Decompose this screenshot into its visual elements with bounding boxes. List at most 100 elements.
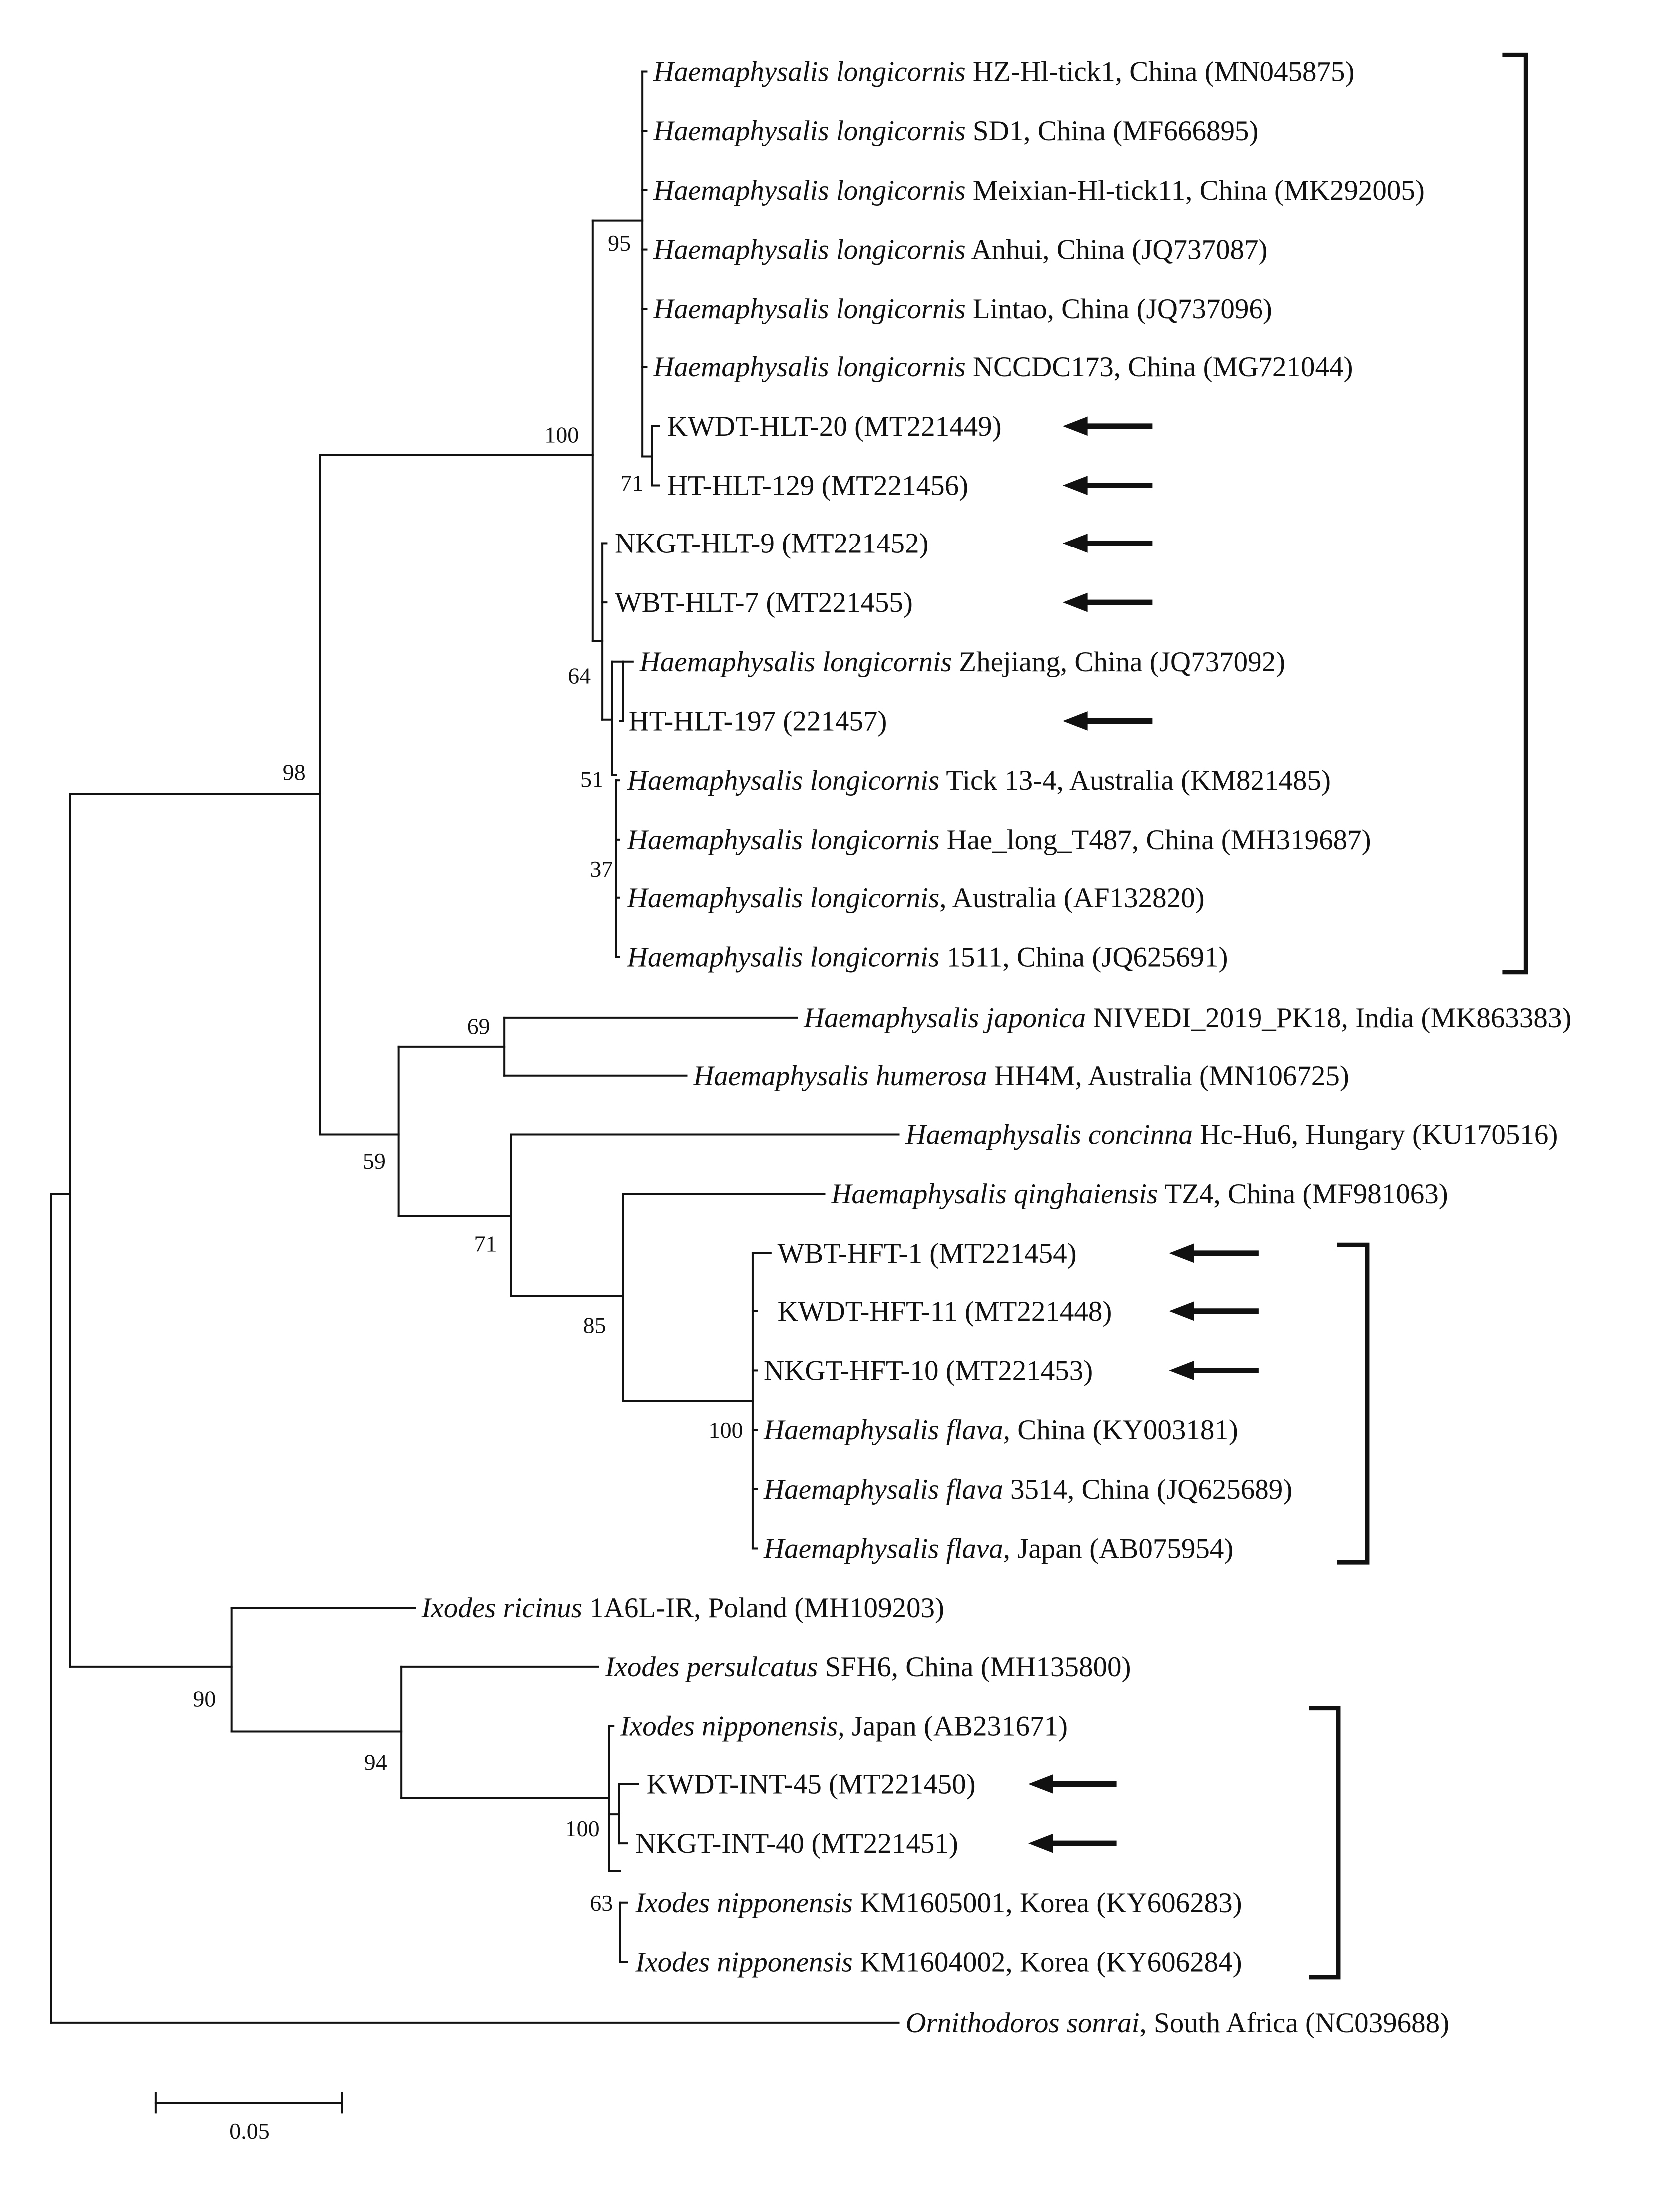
arrow-left-icon: [1028, 1774, 1117, 1794]
strain-accession: Lintao, China (JQ737096): [966, 293, 1272, 325]
tip-label: Haemaphysalis flava, China (KY003181): [763, 1414, 1238, 1446]
species-name: Haemaphysalis concinna: [905, 1119, 1193, 1150]
bootstrap-value: 63: [590, 1890, 613, 1916]
bootstrap-value: 71: [620, 470, 643, 496]
species-name: Haemaphysalis longicornis: [639, 646, 952, 678]
arrow-left-icon: [1169, 1243, 1259, 1263]
tip-label: Haemaphysalis longicornis NCCDC173, Chin…: [653, 351, 1353, 383]
species-name: Ornithodoros sonrai: [905, 2007, 1139, 2039]
strain-accession: , South Africa (NC039688): [1140, 2007, 1450, 2039]
bootstrap-value: 37: [590, 856, 613, 882]
strain-accession: , Japan (AB075954): [1003, 1533, 1234, 1564]
tip-label: Ornithodoros sonrai, South Africa (NC039…: [905, 2007, 1449, 2039]
tip-label: Haemaphysalis longicornis Hae_long_T487,…: [627, 824, 1371, 856]
species-name: Haemaphysalis longicornis: [627, 941, 939, 973]
strain-accession: NIVEDI_2019_PK18, India (MK863383): [1086, 1002, 1571, 1034]
strain-accession: Zhejiang, China (JQ737092): [952, 646, 1285, 678]
strain-accession: TZ4, China (MF981063): [1158, 1178, 1448, 1210]
species-name: Ixodes nipponensis: [620, 1711, 838, 1742]
bootstrap-value: 69: [467, 1013, 490, 1039]
bootstrap-value: 94: [364, 1749, 387, 1775]
bootstrap-value: 100: [565, 1816, 600, 1841]
strain-accession: 3514, China (JQ625689): [1003, 1474, 1292, 1505]
species-name: Ixodes persulcatus: [605, 1651, 818, 1683]
species-name: Haemaphysalis qinghaiensis: [831, 1178, 1158, 1210]
strain-accession: KM1604002, Korea (KY606284): [853, 1946, 1242, 1978]
strain-accession: HZ-Hl-tick1, China (MN045875): [966, 56, 1355, 88]
bootstrap-value: 85: [583, 1312, 606, 1338]
species-name: Ixodes nipponensis: [635, 1887, 852, 1919]
tip-label: Haemaphysalis concinna Hc-Hu6, Hungary (…: [905, 1119, 1558, 1150]
arrow-left-icon: [1062, 476, 1153, 495]
scale-bar-label: 0.05: [229, 2118, 270, 2144]
tip-label: Haemaphysalis longicornis 1511, China (J…: [627, 941, 1228, 973]
tip-label: Ixodes persulcatus SFH6, China (MH135800…: [605, 1651, 1131, 1683]
species-name: Haemaphysalis longicornis: [653, 56, 965, 88]
tip-label: NKGT-HLT-9 (MT221452): [615, 528, 929, 559]
strain-accession: Meixian-Hl-tick11, China (MK292005): [966, 175, 1425, 206]
tip-label: NKGT-HFT-10 (MT221453): [764, 1355, 1093, 1386]
tip-label: NKGT-INT-40 (MT221451): [635, 1828, 958, 1859]
tip-label: WBT-HLT-7 (MT221455): [615, 587, 913, 618]
strain-accession: NKGT-HFT-10 (MT221453): [764, 1355, 1093, 1386]
tip-label: Haemaphysalis flava 3514, China (JQ62568…: [763, 1474, 1292, 1505]
scale-bar: 0.05: [154, 2092, 343, 2144]
species-name: Haemaphysalis longicornis: [653, 175, 965, 206]
species-name: Haemaphysalis flava: [763, 1533, 1003, 1564]
bootstrap-value: 71: [474, 1231, 497, 1257]
species-name: Haemaphysalis longicornis: [653, 234, 965, 266]
tip-label: KWDT-INT-45 (MT221450): [646, 1768, 975, 1800]
arrow-left-icon: [1062, 711, 1153, 731]
strain-accession: SD1, China (MF666895): [966, 115, 1259, 147]
bootstrap-value: 59: [363, 1148, 386, 1174]
strain-accession: Hae_long_T487, China (MH319687): [939, 824, 1371, 856]
arrow-left-icon: [1169, 1361, 1259, 1380]
species-name: Haemaphysalis longicornis: [653, 293, 965, 325]
strain-accession: Tick 13-4, Australia (KM821485): [939, 765, 1331, 796]
bootstrap-value: 100: [544, 422, 579, 447]
tip-label: Haemaphysalis longicornis Lintao, China …: [653, 293, 1272, 325]
arrow-left-icon: [1028, 1833, 1117, 1853]
strain-accession: Anhui, China (JQ737087): [966, 234, 1268, 266]
species-name: Haemaphysalis longicornis: [653, 351, 965, 383]
strain-accession: KM1605001, Korea (KY606283): [853, 1887, 1242, 1919]
tip-label: Ixodes nipponensis, Japan (AB231671): [620, 1711, 1068, 1742]
bootstrap-value: 51: [580, 766, 603, 792]
bootstrap-value: 98: [283, 760, 306, 785]
strain-accession: KWDT-HFT-11 (MT221448): [778, 1296, 1112, 1327]
species-name: Haemaphysalis longicornis: [627, 882, 939, 914]
strain-accession: WBT-HFT-1 (MT221454): [778, 1238, 1077, 1269]
tip-label: Haemaphysalis longicornis, Australia (AF…: [627, 882, 1205, 914]
strain-accession: NKGT-INT-40 (MT221451): [635, 1828, 958, 1859]
tip-label: HT-HLT-129 (MT221456): [667, 470, 968, 502]
arrow-left-icon: [1062, 416, 1153, 436]
clade-bracket: [1337, 1242, 1370, 1565]
tip-label: Haemaphysalis humerosa HH4M, Australia (…: [693, 1060, 1349, 1092]
species-name: Haemaphysalis humerosa: [693, 1060, 987, 1092]
tip-label: Haemaphysalis longicornis Anhui, China (…: [653, 234, 1267, 266]
tip-label: Haemaphysalis longicornis Meixian-Hl-tic…: [653, 175, 1425, 206]
arrow-left-icon: [1062, 534, 1153, 553]
tip-label: KWDT-HLT-20 (MT221449): [667, 411, 1002, 442]
strain-accession: 1511, China (JQ625691): [939, 941, 1228, 973]
strain-accession: , China (KY003181): [1003, 1414, 1238, 1446]
tip-label: Ixodes ricinus 1A6L-IR, Poland (MH109203…: [421, 1592, 944, 1624]
strain-accession: SFH6, China (MH135800): [818, 1651, 1131, 1683]
tip-label: Haemaphysalis longicornis HZ-Hl-tick1, C…: [653, 56, 1354, 88]
strain-accession: Hc-Hu6, Hungary (KU170516): [1193, 1119, 1558, 1150]
strain-accession: HH4M, Australia (MN106725): [987, 1060, 1349, 1092]
tip-label: Ixodes nipponensis KM1605001, Korea (KY6…: [635, 1887, 1242, 1919]
strain-accession: , Japan (AB231671): [838, 1711, 1068, 1742]
species-name: Ixodes nipponensis: [635, 1946, 852, 1978]
tip-label: Haemaphysalis qinghaiensis TZ4, China (M…: [831, 1178, 1448, 1210]
species-name: Haemaphysalis japonica: [803, 1002, 1086, 1034]
tip-label: KWDT-HFT-11 (MT221448): [778, 1296, 1112, 1327]
bootstrap-value: 95: [608, 230, 631, 256]
bootstrap-value: 64: [568, 663, 591, 688]
tip-label: Haemaphysalis japonica NIVEDI_2019_PK18,…: [803, 1002, 1571, 1034]
species-name: Haemaphysalis longicornis: [627, 765, 939, 796]
strain-accession: NKGT-HLT-9 (MT221452): [615, 528, 929, 559]
tip-label: Haemaphysalis longicornis Zhejiang, Chin…: [639, 646, 1285, 678]
bootstrap-value: 90: [193, 1686, 216, 1711]
tip-label: Haemaphysalis longicornis SD1, China (MF…: [653, 115, 1258, 147]
